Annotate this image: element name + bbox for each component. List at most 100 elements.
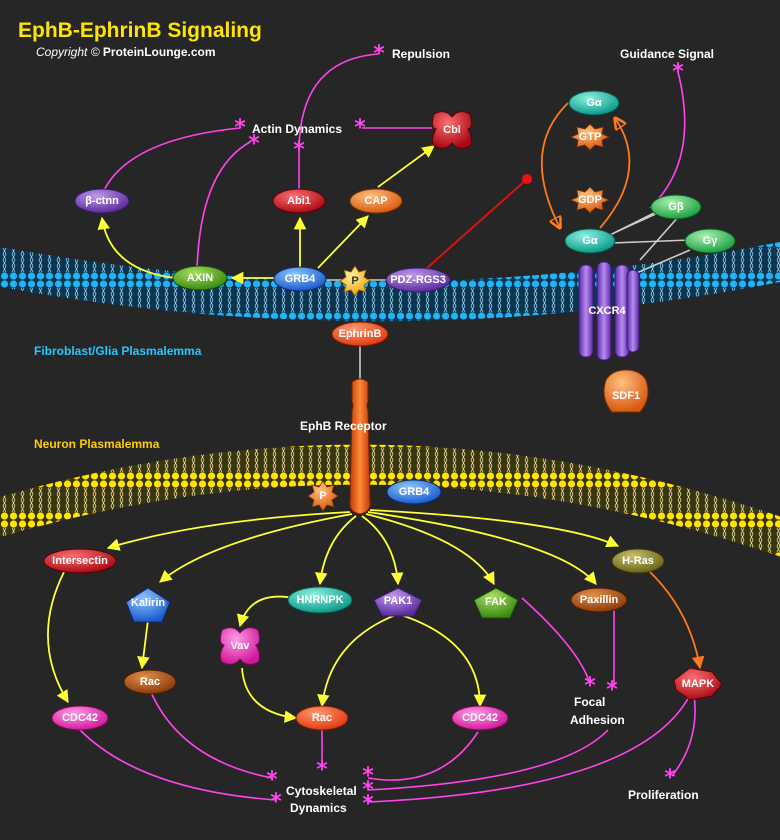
svg-text:P: P: [319, 490, 326, 502]
node-pdz-rgs3[interactable]: PDZ-RGS3: [385, 267, 451, 293]
focal-adhesion-label-2: Adhesion: [570, 713, 625, 727]
asterisk-cyto-3: *: [270, 790, 282, 815]
node-ephrinb[interactable]: EphrinB: [331, 321, 389, 347]
svg-text:Rac: Rac: [312, 712, 332, 724]
neuron-membrane: [0, 444, 780, 557]
outcome-lines-top: [99, 53, 686, 271]
svg-text:EphrinB: EphrinB: [339, 328, 382, 340]
node-hras[interactable]: H-Ras: [611, 548, 665, 574]
svg-text:Rac: Rac: [140, 676, 160, 688]
node-cxcr4[interactable]: CXCR4: [578, 261, 640, 361]
node-kalirin[interactable]: Kalirin: [125, 587, 171, 623]
gprotein-cycle-up: [599, 118, 631, 229]
node-intersectin[interactable]: Intersectin: [43, 548, 117, 574]
asterisk-focal-2: *: [606, 678, 618, 703]
asterisk-actin-4: *: [354, 116, 366, 141]
asterisk-cyto-4: *: [362, 764, 374, 789]
node-pak1[interactable]: PAK1: [373, 587, 423, 617]
svg-text:GTP: GTP: [579, 131, 602, 143]
svg-text:H-Ras: H-Ras: [622, 555, 654, 567]
cytoskeletal-label-1: Cytoskeletal: [286, 784, 357, 798]
svg-text:AXIN: AXIN: [187, 272, 213, 284]
svg-text:CDC42: CDC42: [462, 712, 498, 724]
svg-text:MAPK: MAPK: [682, 678, 714, 690]
node-p-top[interactable]: P: [339, 265, 371, 297]
svg-text:Kalirin: Kalirin: [131, 597, 166, 609]
copyright: Copyright © ProteinLounge.com: [36, 45, 216, 59]
node-hnrnpk[interactable]: HNRNPK: [287, 586, 353, 614]
svg-text:PDZ-RGS3: PDZ-RGS3: [390, 274, 446, 286]
inhibition-line: [417, 179, 527, 277]
node-vav[interactable]: Vav: [219, 627, 261, 665]
svg-text:CAP: CAP: [364, 195, 387, 207]
asterisk-focal-1: *: [584, 674, 596, 699]
node-gdp[interactable]: GDP: [569, 186, 611, 214]
hras-mapk-arrow: [647, 569, 705, 670]
node-cbl[interactable]: Cbl: [431, 111, 473, 149]
svg-text:Paxillin: Paxillin: [580, 594, 619, 606]
svg-text:CXCR4: CXCR4: [588, 305, 626, 317]
diagram-title: EphB-EphrinB Signaling: [18, 19, 262, 42]
node-paxillin[interactable]: Paxillin: [570, 587, 628, 613]
svg-text:Gα: Gα: [586, 97, 602, 109]
node-galpha-membrane[interactable]: Gα: [564, 228, 616, 254]
repulsion-label: Repulsion: [392, 47, 450, 61]
node-cap[interactable]: CAP: [349, 188, 403, 214]
node-mapk[interactable]: MAPK: [673, 667, 723, 701]
svg-text:β-ctnn: β-ctnn: [85, 195, 119, 207]
node-sdf1[interactable]: SDF1: [603, 369, 649, 413]
svg-text:Gβ: Gβ: [668, 201, 684, 213]
node-galpha-top[interactable]: Gα: [568, 90, 620, 116]
node-cdc42-left[interactable]: CDC42: [51, 705, 109, 731]
asterisk-cyto-2: *: [266, 768, 278, 793]
node-axin[interactable]: AXIN: [172, 265, 228, 291]
asterisk-repulsion: *: [373, 42, 385, 67]
activation-lines-top: [97, 145, 436, 285]
node-abi1[interactable]: Abi1: [272, 188, 326, 214]
svg-text:SDF1: SDF1: [612, 390, 640, 402]
node-grb4-bottom[interactable]: GRB4: [386, 479, 442, 505]
node-fak[interactable]: FAK: [473, 587, 519, 619]
svg-text:Cbl: Cbl: [443, 124, 461, 136]
node-beta-ctnn[interactable]: β-ctnn: [74, 188, 130, 214]
node-cdc42-right[interactable]: CDC42: [451, 705, 509, 731]
cytoskeletal-label-2: Dynamics: [290, 801, 347, 815]
inhibition-end: [522, 174, 532, 184]
activation-lines-bottom: [47, 509, 620, 723]
svg-text:Abi1: Abi1: [287, 195, 311, 207]
svg-text:Gγ: Gγ: [703, 235, 719, 247]
svg-text:PAK1: PAK1: [384, 595, 413, 607]
gprotein-cycle-down: [540, 102, 569, 228]
fibroblast-membrane-label: Fibroblast/Glia Plasmalemma: [34, 344, 202, 358]
asterisk-cyto-6: *: [362, 792, 374, 817]
asterisk-actin-1: *: [234, 116, 246, 141]
asterisk-guidance: *: [672, 60, 684, 85]
svg-text:GRB4: GRB4: [285, 273, 316, 285]
node-grb4-top[interactable]: GRB4: [273, 266, 327, 292]
node-rac-left[interactable]: Rac: [123, 669, 177, 695]
node-p-bottom[interactable]: P: [307, 480, 339, 512]
svg-text:HNRNPK: HNRNPK: [296, 594, 343, 606]
guidance-signal-label: Guidance Signal: [620, 47, 714, 61]
svg-text:GDP: GDP: [578, 194, 602, 206]
node-gtp[interactable]: GTP: [569, 123, 611, 151]
proliferation-label: Proliferation: [628, 788, 699, 802]
asterisk-proliferation: *: [664, 766, 676, 791]
focal-adhesion-label-1: Focal: [574, 695, 605, 709]
svg-text:CDC42: CDC42: [62, 712, 98, 724]
svg-text:GRB4: GRB4: [399, 486, 430, 498]
asterisk-cyto-1: *: [316, 758, 328, 783]
node-gbeta[interactable]: Gβ: [650, 194, 702, 220]
actin-dynamics-label: Actin Dynamics: [252, 122, 342, 136]
outcome-lines-bottom: [79, 597, 696, 803]
svg-text:Vav: Vav: [231, 640, 251, 652]
svg-text:FAK: FAK: [485, 596, 507, 608]
asterisk-actin-2: *: [248, 132, 260, 157]
node-rac-mid[interactable]: Rac: [295, 705, 349, 731]
node-ggamma[interactable]: Gγ: [684, 228, 736, 254]
node-ephb-receptor[interactable]: [349, 378, 371, 515]
svg-text:Gα: Gα: [582, 235, 598, 247]
asterisk-actin-3: *: [293, 138, 305, 163]
